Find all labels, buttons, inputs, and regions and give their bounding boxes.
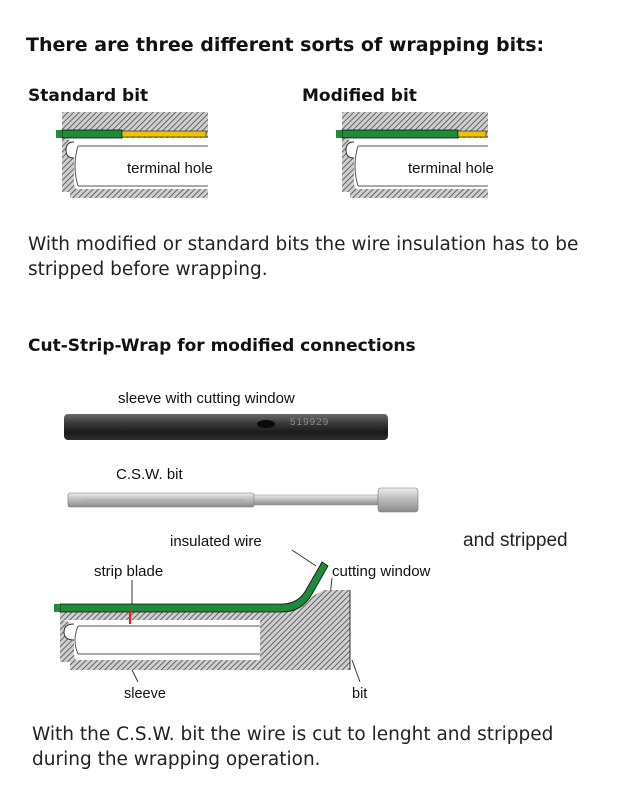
cutting-window [257,420,275,428]
csw-bit-label: C.S.W. bit [116,466,183,483]
paragraph-stripping: With modified or standard bits the wire … [28,234,579,280]
and-stripped-text: and stripped [463,530,568,551]
paragraph-csw: With the C.S.W. bit the wire is cut to l… [32,724,554,770]
standard-terminal-hole-label: terminal hole [127,160,213,177]
sleeve-image [64,414,388,440]
standard-bit-diagram [56,112,208,198]
sleeve-marking: 519929 [290,417,330,428]
sleeve-label: sleeve with cutting window [118,390,295,407]
modified-bit-diagram [336,112,488,198]
csw-bit-image [67,487,419,513]
modified-bit-title: Modified bit [302,86,417,106]
terminal-hole [78,146,208,186]
csw-cross-section-diagram [54,549,361,683]
csw-heading: Cut-Strip-Wrap for modified connections [28,336,416,356]
bit-part-label: bit [352,686,368,702]
modified-terminal-hole-label: terminal hole [408,160,494,177]
insulated-wire-label: insulated wire [170,533,262,550]
sleeve-part-label: sleeve [124,686,166,702]
strip-blade-label: strip blade [94,563,164,580]
terminal-hole [358,146,488,186]
standard-bit-title: Standard bit [28,86,149,106]
bit-body-bottom [70,189,208,198]
wire-conductor [121,130,207,138]
wire-insulation [61,129,123,139]
cutting-window-label: cutting window [332,563,431,580]
page-heading: There are three different sorts of wrapp… [26,34,545,56]
